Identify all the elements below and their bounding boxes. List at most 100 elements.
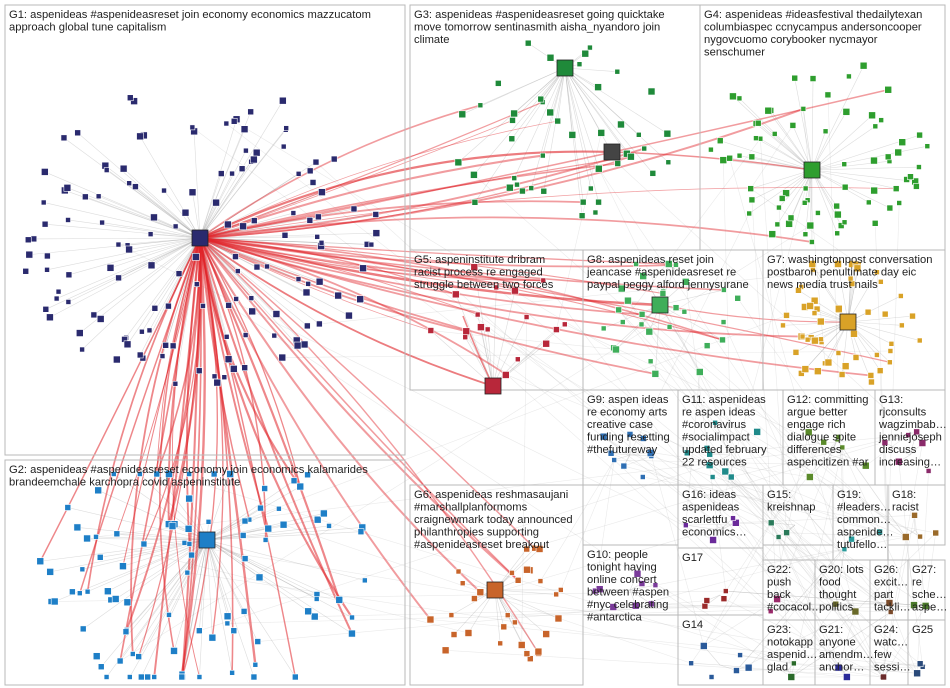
group-label-line: politics xyxy=(819,602,854,614)
group-label-g24: G24:watc…fewsessi… xyxy=(873,624,911,674)
group-label-line: struggle between two forces xyxy=(414,279,554,291)
group-label-line: senschumer xyxy=(704,47,765,59)
node xyxy=(470,171,477,178)
node xyxy=(720,157,727,164)
node xyxy=(818,337,823,342)
node xyxy=(80,347,85,352)
node xyxy=(660,291,666,297)
node xyxy=(231,118,237,124)
node xyxy=(459,111,466,118)
group-label-line: G7: washingtonpost conversation xyxy=(767,254,932,266)
hub-node xyxy=(192,230,208,246)
node xyxy=(866,200,871,205)
group-label-g4: G4: aspenideas #ideasfestival thedailyte… xyxy=(704,9,922,59)
group-label-g1: G1: aspenideas #aspenideasreset join eco… xyxy=(9,9,371,34)
node xyxy=(498,641,503,646)
node xyxy=(200,303,205,308)
group-label-line: tonight having xyxy=(587,562,657,574)
node xyxy=(728,474,734,480)
node xyxy=(753,136,758,141)
node xyxy=(870,157,877,164)
node xyxy=(116,275,122,281)
edge xyxy=(812,167,919,170)
group-label-g12: G12: committingargue betterengage richdi… xyxy=(787,394,869,469)
group-label-line: philanthropies supporting xyxy=(414,527,539,539)
node xyxy=(231,628,237,634)
node xyxy=(871,187,878,194)
node xyxy=(26,251,33,258)
node xyxy=(700,642,707,649)
group-label-line: move tomorrow sentinasmith aisha_nyandor… xyxy=(414,22,660,34)
node xyxy=(812,311,817,316)
group-label-line: #nyc celebrating xyxy=(587,599,668,611)
node xyxy=(842,184,848,190)
node xyxy=(702,603,708,609)
node xyxy=(185,525,192,532)
node xyxy=(784,530,790,536)
node xyxy=(879,118,884,123)
group-label-line: G17 xyxy=(682,552,703,564)
node xyxy=(807,222,814,229)
group-label-line: increasing… xyxy=(879,457,941,469)
edge xyxy=(34,238,200,239)
node xyxy=(737,96,742,101)
node xyxy=(47,568,54,575)
node xyxy=(646,328,653,335)
node xyxy=(297,483,304,490)
group-label-line: push xyxy=(767,577,791,589)
node xyxy=(800,334,805,339)
node xyxy=(598,129,605,136)
node xyxy=(652,370,659,377)
node xyxy=(779,195,785,201)
edge xyxy=(522,317,527,645)
edge xyxy=(565,68,667,134)
node xyxy=(42,221,48,227)
node xyxy=(582,50,589,57)
group-label-line: #thefutureway xyxy=(587,444,658,456)
group-label-line: sche… xyxy=(912,589,947,601)
node xyxy=(107,264,114,271)
node xyxy=(811,337,818,344)
node xyxy=(85,589,90,594)
node xyxy=(853,354,859,360)
node xyxy=(119,563,126,570)
node xyxy=(315,234,320,239)
node xyxy=(477,324,484,331)
node xyxy=(506,184,513,191)
node xyxy=(775,222,780,227)
group-label-line: G3: aspenideas #aspenideasreset going qu… xyxy=(414,9,665,21)
node xyxy=(139,329,144,334)
node xyxy=(524,651,530,657)
node xyxy=(792,75,798,81)
node xyxy=(780,323,785,328)
node xyxy=(335,292,342,299)
node xyxy=(284,126,289,131)
node xyxy=(509,136,515,142)
node xyxy=(456,569,461,574)
group-label-line: jenniejoseph xyxy=(878,432,942,444)
node xyxy=(463,328,470,335)
node xyxy=(313,159,319,165)
group-label-line: amendm… xyxy=(819,649,874,661)
node xyxy=(232,254,238,260)
node xyxy=(234,296,239,301)
node xyxy=(784,312,790,318)
edge xyxy=(660,290,724,305)
node xyxy=(842,162,847,167)
node xyxy=(722,468,729,475)
node xyxy=(173,381,178,386)
group-label-line: few xyxy=(874,649,892,661)
node xyxy=(253,149,260,156)
group-label-line: G13: xyxy=(879,394,903,406)
edge xyxy=(47,238,200,270)
edge xyxy=(812,170,896,189)
node xyxy=(235,269,240,274)
node xyxy=(913,183,919,189)
node xyxy=(727,155,733,161)
node xyxy=(291,478,297,484)
node xyxy=(306,281,311,286)
node xyxy=(738,653,743,658)
node xyxy=(843,674,850,681)
node xyxy=(538,96,544,102)
hub-node xyxy=(840,314,856,330)
